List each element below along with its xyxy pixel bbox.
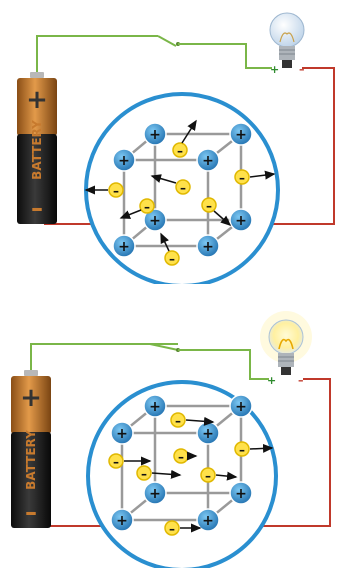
positive-ion: + [113,235,135,257]
light-bulb-off: + – [270,13,305,76]
svg-text:+: + [202,426,214,442]
svg-text:–: – [141,467,147,481]
positive-ion: + [144,123,166,145]
electron: – [202,198,216,213]
bulb-plus-terminal: + [267,374,276,387]
svg-text:+: + [202,513,214,529]
bulb-minus-terminal: – [298,374,304,387]
svg-text:+: + [118,239,130,255]
battery-label: BATTERY [30,120,44,180]
circuit-panel-closed-switch: + – BATTERY + – + [0,284,339,568]
svg-text:–: – [113,455,119,469]
electron: – [235,442,249,457]
conductor-magnifier: + + + + + + + + – – – – – – – [86,94,278,284]
svg-text:+: + [202,239,214,255]
electron: – [201,468,215,483]
svg-text:+: + [118,153,130,169]
positive-ion: + [197,149,219,171]
positive-ion: + [197,509,219,531]
bulb-minus-terminal: – [299,63,305,76]
positive-ion: + [230,395,252,417]
bulb-glass [269,320,303,354]
svg-text:–: – [169,522,175,536]
circuit-diagram-open: + – BATTERY + – [0,0,339,284]
svg-text:–: – [239,171,245,185]
electron: – [235,170,249,185]
bulb-base [279,46,295,60]
electron-motion-arrow [250,448,272,449]
svg-text:–: – [205,469,211,483]
electron: – [165,521,179,536]
circuit-panel-open-switch: + – BATTERY + – [0,0,339,284]
battery: + – BATTERY [11,370,51,528]
wire-switch-to-bulb [178,350,269,379]
circuit-diagram-closed: + – BATTERY + – + [0,284,339,568]
svg-text:+: + [116,426,128,442]
electron: – [174,449,188,464]
bulb-contact [281,367,291,375]
svg-text:–: – [180,181,186,195]
positive-ion: + [197,422,219,444]
positive-ion: + [111,422,133,444]
svg-text:–: – [239,443,245,457]
electron: – [176,180,190,195]
wire-switch-to-bulb [178,44,272,68]
svg-text:+: + [149,213,161,229]
svg-text:+: + [149,127,161,143]
battery-plus-sign: + [26,85,48,115]
positive-ion: + [197,235,219,257]
svg-text:–: – [178,450,184,464]
wire-battery-to-switch [31,344,178,370]
electron: – [171,413,185,428]
light-bulb-lit: + – [260,311,312,387]
switch-lever[interactable] [158,36,176,46]
battery: + – BATTERY [17,72,57,224]
battery-minus-sign: – [31,194,43,222]
battery-label: BATTERY [24,430,38,490]
positive-ion: + [111,509,133,531]
svg-text:+: + [149,486,161,502]
svg-text:–: – [169,252,175,266]
svg-text:+: + [235,486,247,502]
bulb-base [278,353,294,367]
conductor-magnifier: + + + + + + + + – – – – – – – [88,382,276,568]
svg-text:–: – [175,414,181,428]
bulb-glass [270,13,304,47]
electron: – [137,466,151,481]
positive-ion: + [144,395,166,417]
battery-plus-sign: + [20,383,42,413]
positive-ion: + [144,482,166,504]
electron: – [165,251,179,266]
svg-text:–: – [113,184,119,198]
svg-text:–: – [144,200,150,214]
electron: – [109,454,123,469]
battery-minus-sign: – [25,498,37,526]
svg-text:+: + [235,213,247,229]
positive-ion: + [230,482,252,504]
wire-battery-to-switch [37,36,158,72]
positive-ion: + [230,123,252,145]
bulb-contact [282,60,292,68]
electron: – [140,199,154,214]
positive-ion: + [113,149,135,171]
svg-text:+: + [202,153,214,169]
bulb-plus-terminal: + [270,63,279,76]
battery-terminal-cap [24,370,38,376]
svg-text:+: + [235,399,247,415]
svg-text:–: – [206,199,212,213]
svg-text:+: + [116,513,128,529]
battery-terminal-cap [30,72,44,78]
svg-text:+: + [149,399,161,415]
electron: – [109,183,123,198]
svg-text:–: – [177,144,183,158]
electron: – [173,143,187,158]
positive-ion: + [230,209,252,231]
svg-text:+: + [235,127,247,143]
